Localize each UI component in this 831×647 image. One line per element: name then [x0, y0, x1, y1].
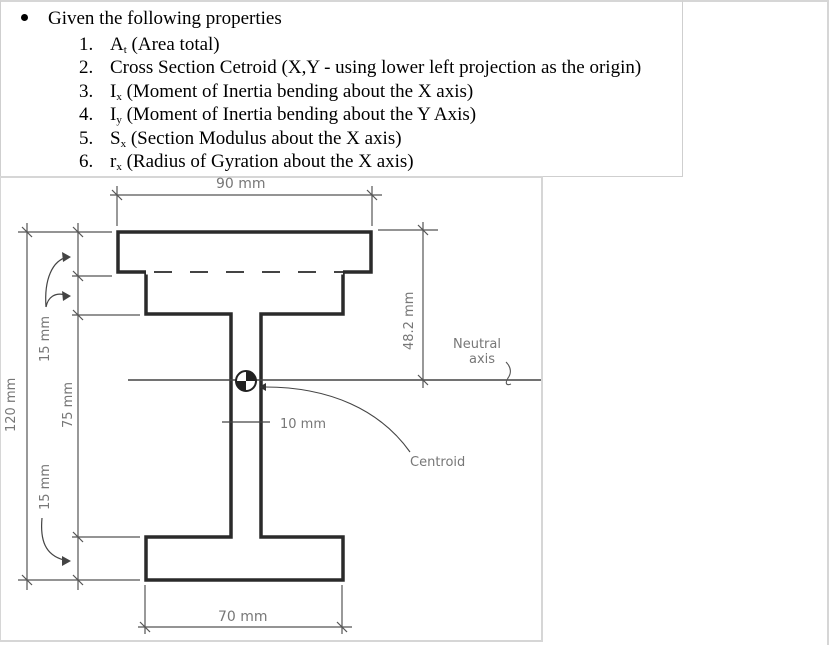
bottom-width-dimension	[138, 585, 352, 634]
properties-list: 1.At (Area total) 2.Cross Section Cetroi…	[79, 33, 641, 173]
property-item: 5.Sx (Section Modulus about the X axis)	[79, 127, 402, 150]
neutral-axis-label: Neutral	[453, 337, 501, 352]
arrow-heads	[62, 252, 71, 566]
property-item: 2.Cross Section Cetroid (X,Y - using low…	[79, 57, 642, 79]
web-height-label: 75 mm	[61, 382, 76, 428]
bullet-icon	[21, 14, 28, 21]
property-item: 4.Iy (Moment of Inertia bending about th…	[79, 104, 477, 127]
properties-text-box: Given the following properties 1.At (Are…	[0, 0, 683, 177]
bottom-flange-label: 15 mm	[38, 464, 53, 510]
bottom-width-label: 70 mm	[218, 609, 268, 625]
centroid-distance-dimension	[378, 222, 438, 388]
neutral-axis-label-2: axis	[469, 352, 495, 367]
top-flange-label: 15 mm	[38, 316, 53, 362]
property-item: 1.At (Area total)	[79, 34, 220, 56]
property-item: 3.Ix (Moment of Inertia bending about th…	[79, 80, 474, 103]
intro-text: Given the following properties	[48, 8, 282, 29]
property-item: 6.rx (Radius of Gyration about the X axi…	[79, 151, 414, 174]
centroid-distance-label: 48.2 mm	[402, 292, 417, 350]
top-width-dimension	[110, 186, 382, 226]
web-width-label: 10 mm	[280, 417, 326, 432]
intro-bullet: Given the following properties	[21, 8, 282, 30]
left-height-dimensions	[18, 223, 140, 590]
total-height-label: 120 mm	[4, 378, 19, 432]
centroid-label: Centroid	[410, 455, 465, 470]
centroid-icon	[235, 370, 257, 392]
top-width-label: 90 mm	[216, 176, 266, 192]
centroid-leader	[264, 386, 411, 453]
cross-section-figure	[0, 176, 543, 642]
section-outline	[116, 230, 373, 582]
